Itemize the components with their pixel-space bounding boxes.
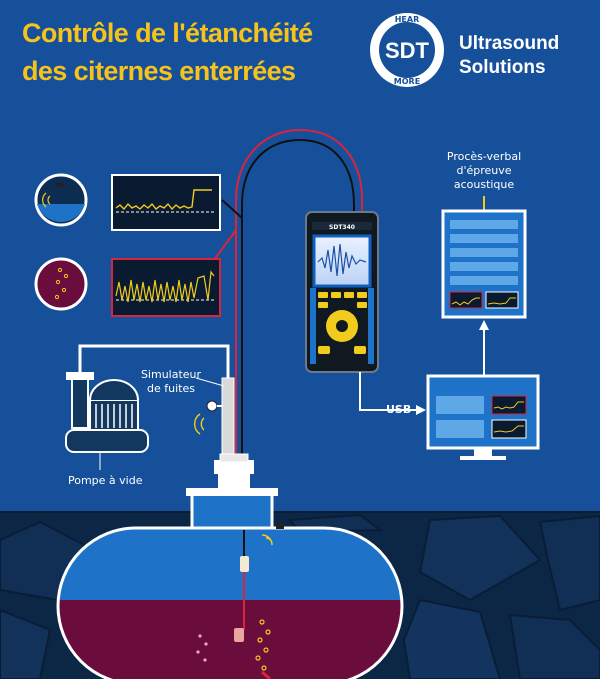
arrow-right-icon <box>416 405 426 415</box>
usb-label: USB <box>386 403 412 416</box>
brand-line-2: Solutions <box>459 57 546 78</box>
page-title: Contrôle de l'étanchéité des citernes en… <box>22 14 352 90</box>
title-line-1: Contrôle de l'étanchéité <box>22 18 313 48</box>
leak-bubbles <box>255 619 271 671</box>
computer-monitor-icon <box>426 374 540 460</box>
simulator-label: Simulateur de fuites <box>136 368 206 396</box>
simulator-label-line-2: de fuites <box>147 382 195 395</box>
leak-simulator <box>194 377 254 490</box>
signal-chart-air <box>111 174 221 231</box>
sensor-cables <box>213 128 363 458</box>
logo-mark: SDT <box>385 38 430 63</box>
brand-line-1: Ultrasound <box>459 33 560 54</box>
arrow-up-icon <box>479 320 489 330</box>
report-document-icon <box>441 196 527 319</box>
logo-arc-bottom: MORE <box>394 77 420 86</box>
signal-chart-liquid <box>111 258 221 317</box>
brand-name: Ultrasound Solutions <box>459 32 559 80</box>
logo-arc-top: HEAR <box>395 15 420 24</box>
usb-connection <box>359 372 426 415</box>
simulator-label-line-1: Simulateur <box>140 368 202 381</box>
pump-label: Pompe à vide <box>68 474 143 487</box>
report-label-line-2: d'épreuve <box>456 164 512 177</box>
vacuum-pump-icon <box>65 344 230 470</box>
ultrasound-detector-icon: SDT340 <box>305 211 379 373</box>
underground-tank <box>56 488 404 679</box>
report-label-line-3: acoustique <box>453 178 515 191</box>
sensor-inset-liquid <box>34 257 88 311</box>
title-line-2: des citernes enterrées <box>22 56 296 86</box>
report-label: Procès-verbal d'épreuve acoustique <box>432 150 536 192</box>
sensor-inset-air <box>34 173 88 227</box>
device-model-label: SDT340 <box>329 224 355 231</box>
report-label-line-1: Procès-verbal <box>446 150 522 163</box>
sdt-logo: HEAR MORE SDT <box>370 13 444 87</box>
